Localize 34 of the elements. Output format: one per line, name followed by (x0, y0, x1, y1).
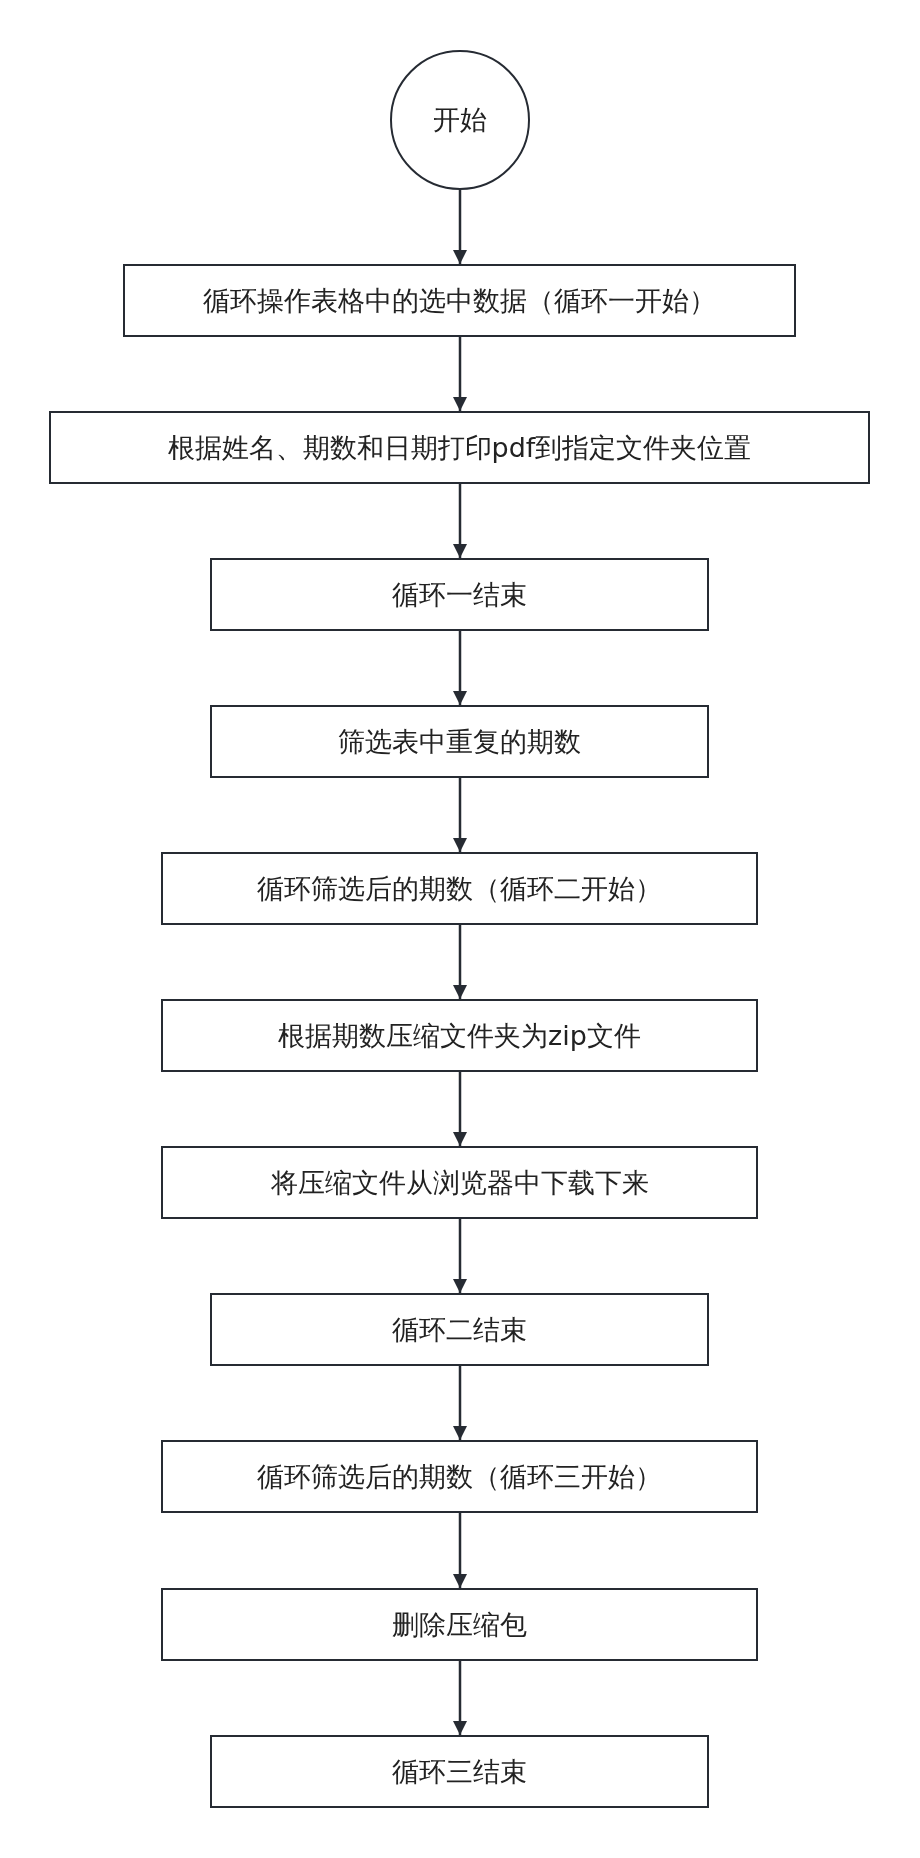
process-box (210, 1735, 709, 1808)
node-text: 根据姓名、期数和日期打印pdf到指定文件夹位置 (167, 430, 752, 465)
process-box (161, 1588, 758, 1661)
node-text: 循环三结束 (392, 1754, 527, 1789)
process-box (210, 1293, 709, 1366)
node-text: 筛选表中重复的期数 (338, 724, 581, 759)
arrow (453, 778, 467, 852)
arrow (453, 190, 467, 264)
process-box (123, 264, 796, 337)
arrow (453, 1513, 467, 1588)
process-box (161, 999, 758, 1072)
arrow (453, 1072, 467, 1146)
node-text: 开始 (433, 103, 487, 137)
arrow (453, 1661, 467, 1735)
process-box (210, 705, 709, 778)
arrow (453, 925, 467, 999)
node-text: 循环筛选后的期数（循环三开始） (257, 1459, 662, 1494)
process-box (49, 411, 870, 484)
arrow (453, 484, 467, 558)
arrow (453, 1219, 467, 1293)
arrow (453, 631, 467, 705)
node-text: 循环一结束 (392, 577, 527, 612)
node-text: 循环筛选后的期数（循环二开始） (257, 871, 662, 906)
node-text: 循环操作表格中的选中数据（循环一开始） (203, 283, 716, 318)
arrow (453, 1366, 467, 1440)
process-box (161, 852, 758, 925)
node-text: 将压缩文件从浏览器中下载下来 (270, 1165, 649, 1200)
process-box (161, 1440, 758, 1513)
process-box (161, 1146, 758, 1219)
arrow (453, 337, 467, 411)
node-text: 循环二结束 (392, 1312, 527, 1347)
process-box (210, 558, 709, 631)
node-text: 根据期数压缩文件夹为zip文件 (278, 1018, 641, 1053)
node-text: 删除压缩包 (392, 1607, 527, 1642)
